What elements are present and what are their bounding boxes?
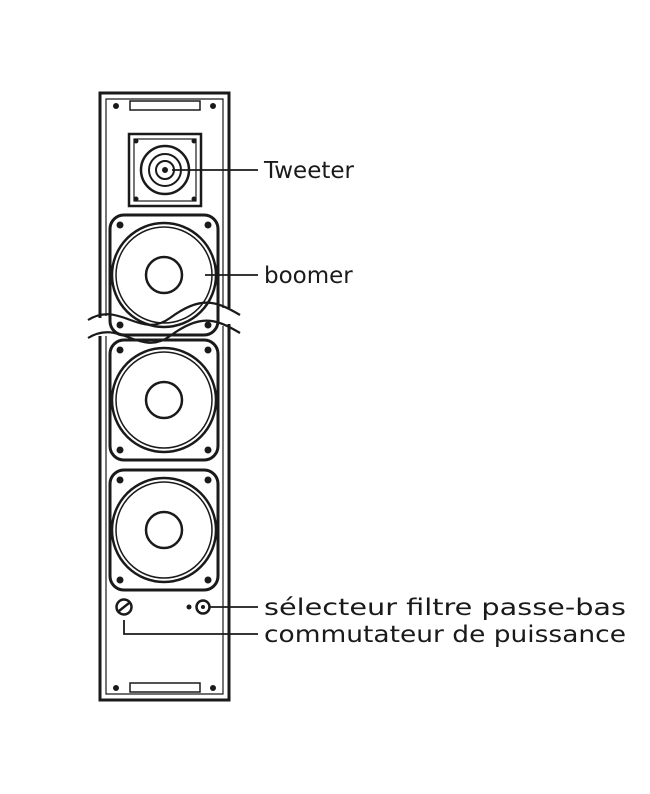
filter-selector-label: sélecteur filtre passe-bas [264,595,626,621]
leader-lines [123,169,258,635]
cabinet-upper [98,91,231,318]
boomer-icon-1 [108,213,220,337]
boomer-icon-2 [108,338,220,462]
boomer-icon-3 [108,468,220,592]
filter-selector-knob-icon [186,599,211,615]
top-vent [129,100,201,111]
tweeter-label: Tweeter [263,158,355,184]
cabinet-lower [98,324,231,702]
power-switch-knob-icon [115,598,133,616]
top-screws [113,103,216,109]
bottom-screws [113,685,216,691]
boomer-label: boomer [264,263,353,289]
bottom-vent [129,682,201,693]
power-switch-label: commutateur de puissance [264,622,626,648]
